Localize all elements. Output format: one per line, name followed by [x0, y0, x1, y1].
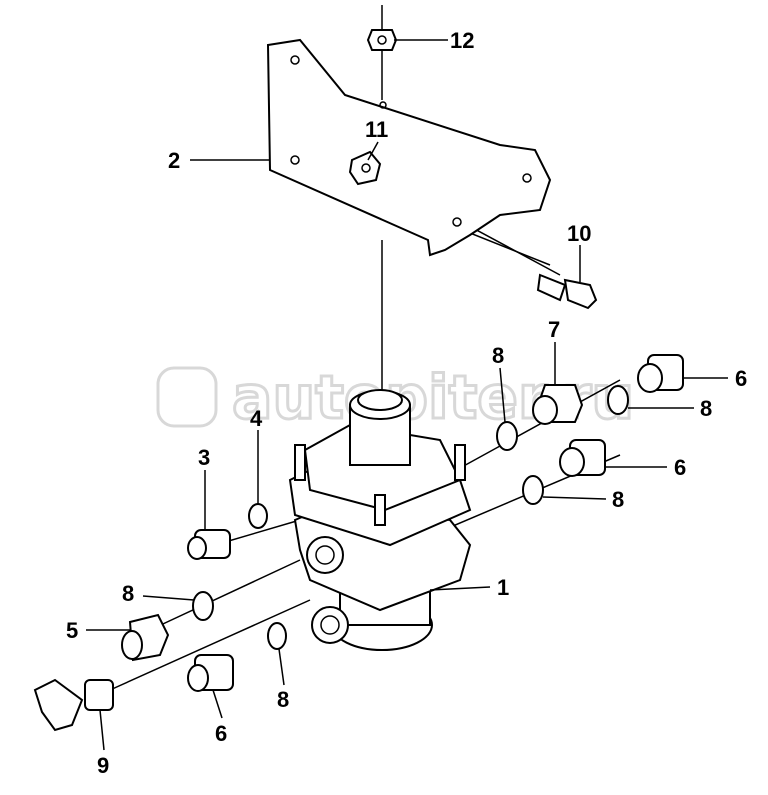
bolt-10 [536, 273, 598, 310]
fitting-6-lower [187, 654, 234, 692]
callout-6: 6 [215, 721, 227, 746]
o-rings [192, 385, 629, 650]
callout-6: 6 [735, 366, 747, 391]
valve-body [288, 389, 472, 651]
callout-9: 9 [97, 753, 109, 778]
watermark-logo-icon [156, 366, 218, 428]
fitting-7 [532, 384, 584, 425]
leader-lines [86, 39, 728, 751]
callout-7: 7 [548, 317, 560, 342]
callout-12: 12 [450, 28, 474, 53]
callout-4: 4 [250, 406, 263, 431]
fitting-6-middle [559, 439, 606, 477]
callout-1: 1 [497, 575, 509, 600]
callout-6: 6 [674, 455, 686, 480]
callout-3: 3 [198, 445, 210, 470]
nut-12 [366, 29, 398, 51]
callout-11: 11 [365, 117, 388, 142]
callout-10: 10 [567, 221, 591, 246]
fitting-3 [187, 529, 231, 560]
callout-8: 8 [700, 396, 712, 421]
fitting-9-elbow [33, 678, 114, 732]
fitting-6-upper [637, 354, 684, 393]
callout-8: 8 [612, 487, 624, 512]
callout-2: 2 [168, 148, 180, 173]
bracket [266, 38, 552, 257]
nut-11 [348, 150, 382, 186]
callout-8: 8 [492, 343, 504, 368]
callout-8: 8 [277, 687, 289, 712]
fitting-5 [121, 613, 170, 662]
callout-5: 5 [66, 618, 78, 643]
callouts: 12 2 11 10 7 8 6 8 4 3 6 8 1 8 5 8 6 9 [66, 28, 747, 778]
callout-8: 8 [122, 581, 134, 606]
